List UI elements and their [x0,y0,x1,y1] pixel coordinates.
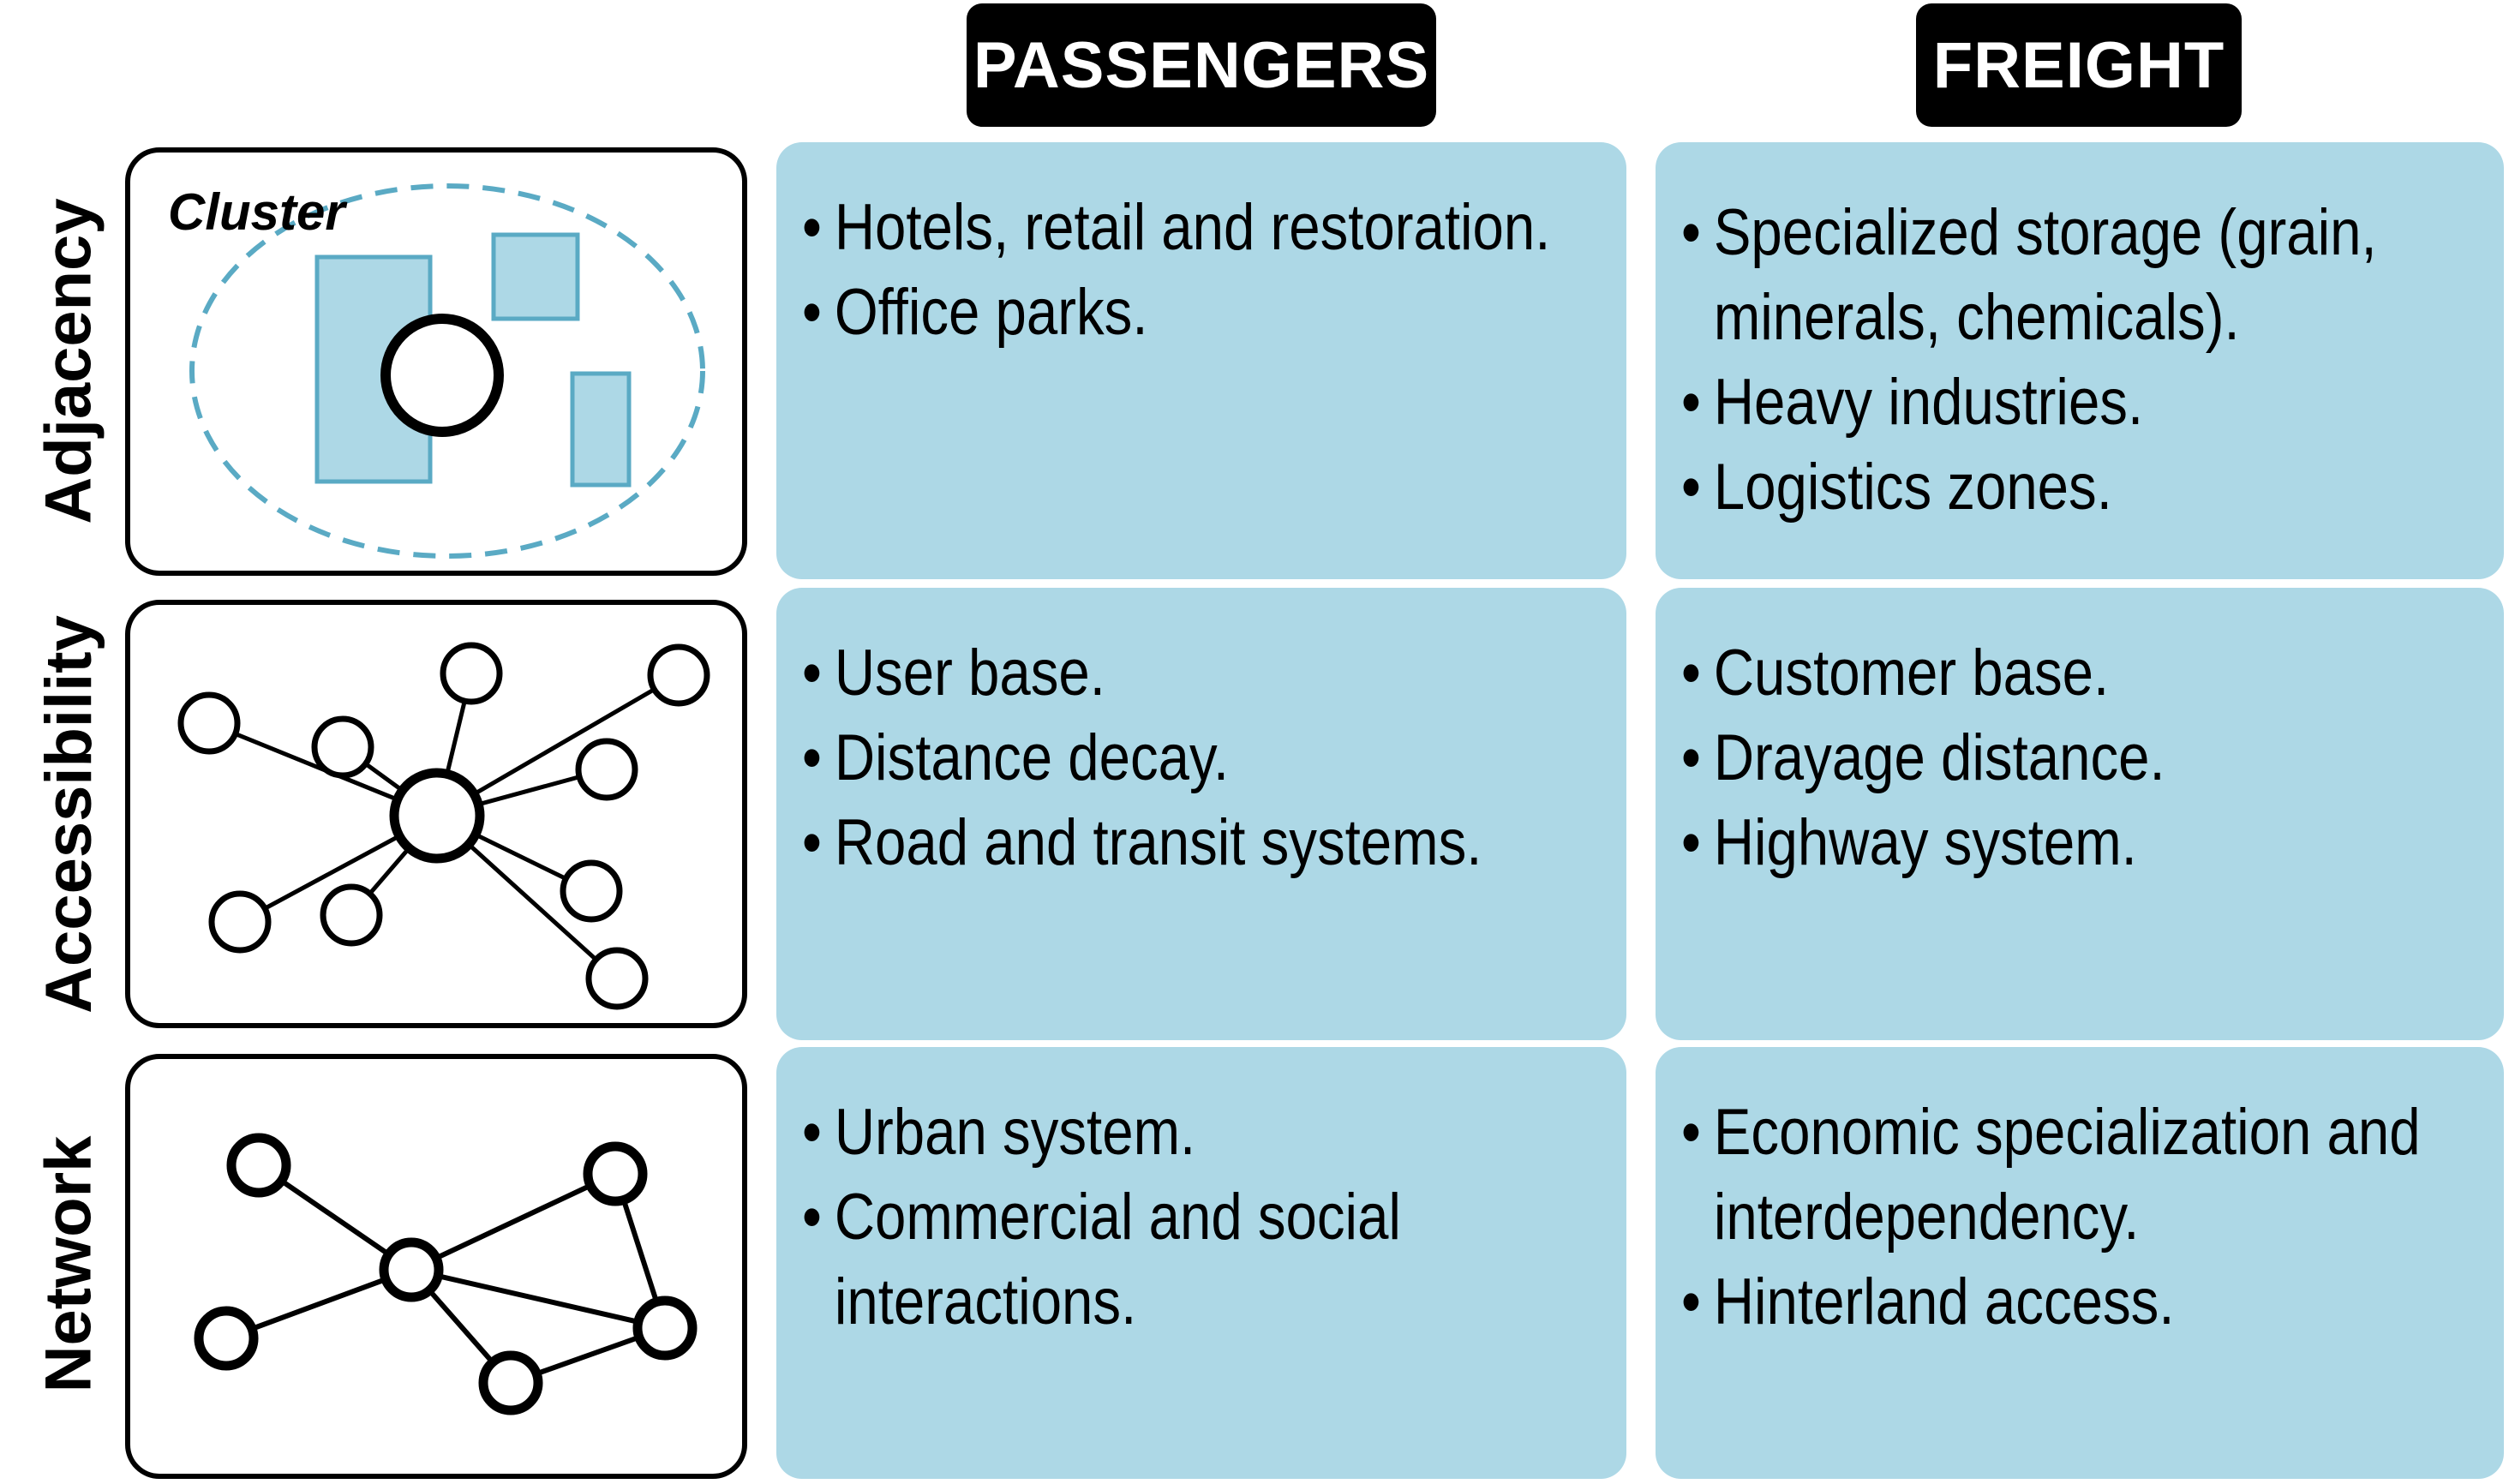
list-item: Highway system. [1681,800,2509,885]
freight-header: FREIGHT [1916,3,2242,127]
list-item: Road and transit systems. [802,800,1645,885]
list-item: Commercial and social interactions. [802,1175,1542,1344]
list-item: Logistics zones. [1681,445,2509,530]
spoke-node [440,642,503,705]
network-node [194,1306,259,1371]
cell-network-freight: Economic specialization and interdepende… [1656,1047,2504,1479]
cluster-icon: Cluster [168,183,705,559]
spoke-node [585,947,649,1010]
cell-accessibility-passengers: User base. Distance decay. Road and tran… [776,588,1626,1040]
row-label-adjacency-text: Adjacency [32,197,105,524]
network-node [583,1141,648,1206]
spoke-node [177,691,241,755]
list-item: Hotels, retail and restoration. [802,185,1645,270]
spoke-node [311,715,374,779]
list-item: Distance decay. [802,715,1645,800]
network-node [478,1350,543,1415]
hub-node [389,768,485,864]
network-node [632,1296,698,1361]
accessibility-icon-box [125,600,747,1028]
cluster-building-small [491,232,580,321]
list-item: Customer base. [1681,631,2509,715]
row-label-accessibility: Accessibility [26,600,111,1028]
row-label-adjacency: Adjacency [26,151,111,571]
cluster-hub [380,314,504,437]
list-item: Economic specialization and interdepende… [1681,1090,2480,1260]
spoke-node [647,643,710,707]
network-icon-box [125,1054,747,1479]
network-icon [194,1133,698,1415]
spoke-node [575,738,638,801]
cell-accessibility-freight: Customer base. Drayage distance. Highway… [1656,588,2504,1040]
network-node [379,1237,444,1302]
list-item: User base. [802,631,1645,715]
list-item: Urban system. [802,1090,1645,1175]
passengers-header: PASSENGERS [967,3,1436,127]
list-item: Office parks. [802,270,1645,355]
list-item: Heavy industries. [1681,360,2509,445]
row-label-network: Network [26,1054,111,1474]
cell-adjacency-passengers: Hotels, retail and restoration. Office p… [776,142,1626,579]
cluster-label: Cluster [168,183,348,241]
spoke-node [560,859,623,923]
cluster-building-narrow [570,371,632,488]
list-item: Specialized storage (grain, minerals, ch… [1681,190,2451,360]
network-node [226,1133,291,1198]
cluster-boundary [189,183,705,559]
star-network-icon [177,642,710,1010]
adjacency-icon-box: Cluster [125,147,747,576]
spoke-node [208,890,272,954]
cell-network-passengers: Urban system. Commercial and social inte… [776,1047,1626,1479]
row-label-network-text: Network [32,1135,105,1392]
list-item: Drayage distance. [1681,715,2509,800]
spoke-node [320,883,383,947]
row-label-accessibility-text: Accessibility [32,614,105,1014]
cell-adjacency-freight: Specialized storage (grain, minerals, ch… [1656,142,2504,579]
list-item: Hinterland access. [1681,1260,2509,1344]
